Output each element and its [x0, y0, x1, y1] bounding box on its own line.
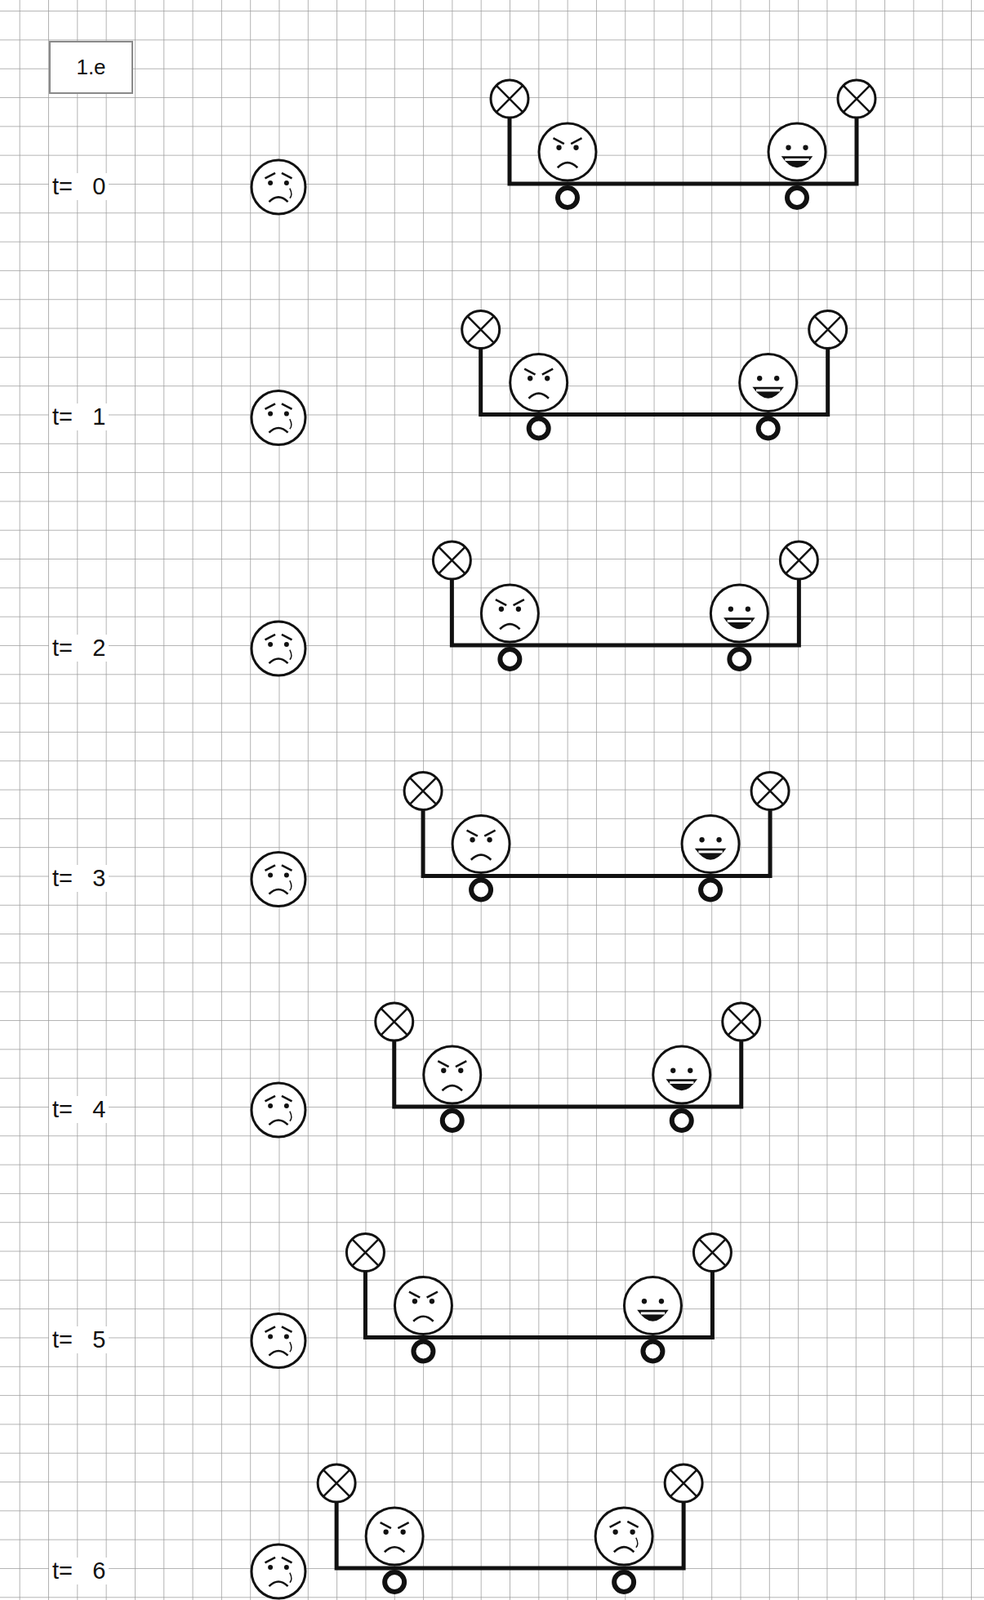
lamp-symbol [664, 1464, 703, 1502]
time-row [251, 311, 847, 446]
sad-face [251, 852, 306, 907]
angry-face [480, 584, 539, 642]
time-label: t= 6 [48, 1557, 109, 1585]
lamp-symbol [346, 1233, 384, 1272]
lamp-symbol [375, 1002, 414, 1041]
lamp-symbol [722, 1002, 761, 1041]
lamp-symbol [462, 311, 500, 349]
happy-face [739, 354, 797, 412]
lamp-symbol [432, 541, 471, 579]
time-label: t= 1 [48, 403, 109, 431]
happy-face [768, 123, 826, 181]
time-label: t= 4 [48, 1095, 109, 1123]
cart [462, 311, 847, 439]
cart [404, 772, 789, 900]
wheel [384, 1571, 405, 1592]
happy-face [681, 815, 740, 873]
time-label: t= 2 [48, 634, 109, 662]
wheel [557, 187, 578, 208]
angry-face [423, 1046, 481, 1104]
wheel [758, 418, 779, 439]
cart [346, 1233, 731, 1362]
lamp-symbol [809, 311, 847, 349]
time-row [251, 1464, 703, 1599]
cart [490, 80, 876, 208]
angry-face [452, 815, 510, 873]
sad-face [251, 391, 306, 446]
figure-tag-box: 1.e [48, 40, 134, 94]
time-label: t= 3 [48, 864, 109, 892]
lamp-symbol [693, 1233, 731, 1272]
cart [432, 541, 818, 669]
cart [317, 1464, 703, 1592]
wheel [413, 1341, 433, 1362]
angry-face [394, 1277, 452, 1335]
angry-face [365, 1507, 423, 1565]
happy-face [623, 1277, 682, 1335]
wheel [787, 187, 807, 208]
lamp-symbol [404, 772, 442, 811]
wheel [499, 649, 520, 669]
time-row [251, 541, 818, 676]
wheel [642, 1341, 663, 1362]
wheel [729, 649, 749, 669]
cart [375, 1002, 761, 1131]
time-label: t= 5 [48, 1326, 109, 1354]
sad-face [251, 160, 306, 214]
lamp-symbol [779, 541, 818, 579]
wheel [529, 418, 549, 439]
happy-face [653, 1046, 711, 1104]
angry-face [510, 354, 568, 412]
time-row [251, 772, 789, 907]
sad-face [251, 1544, 306, 1599]
wheel [442, 1110, 463, 1131]
lamp-symbol [317, 1464, 356, 1502]
sad-face [595, 1507, 653, 1565]
lamp-symbol [837, 80, 876, 118]
figure-tag: 1.e [75, 54, 106, 81]
wheel [471, 880, 491, 900]
wheel [614, 1571, 634, 1592]
wheel [672, 1110, 692, 1131]
sad-face [251, 1313, 306, 1368]
happy-face [710, 584, 768, 642]
time-row [251, 1002, 761, 1137]
time-row [251, 80, 876, 214]
time-row [251, 1233, 731, 1368]
time-label: t= 0 [48, 173, 109, 201]
lamp-symbol [751, 772, 789, 811]
sad-face [251, 1082, 306, 1137]
sad-face [251, 621, 306, 676]
wheel [700, 880, 721, 900]
lamp-symbol [490, 80, 529, 118]
angry-face [538, 123, 597, 181]
